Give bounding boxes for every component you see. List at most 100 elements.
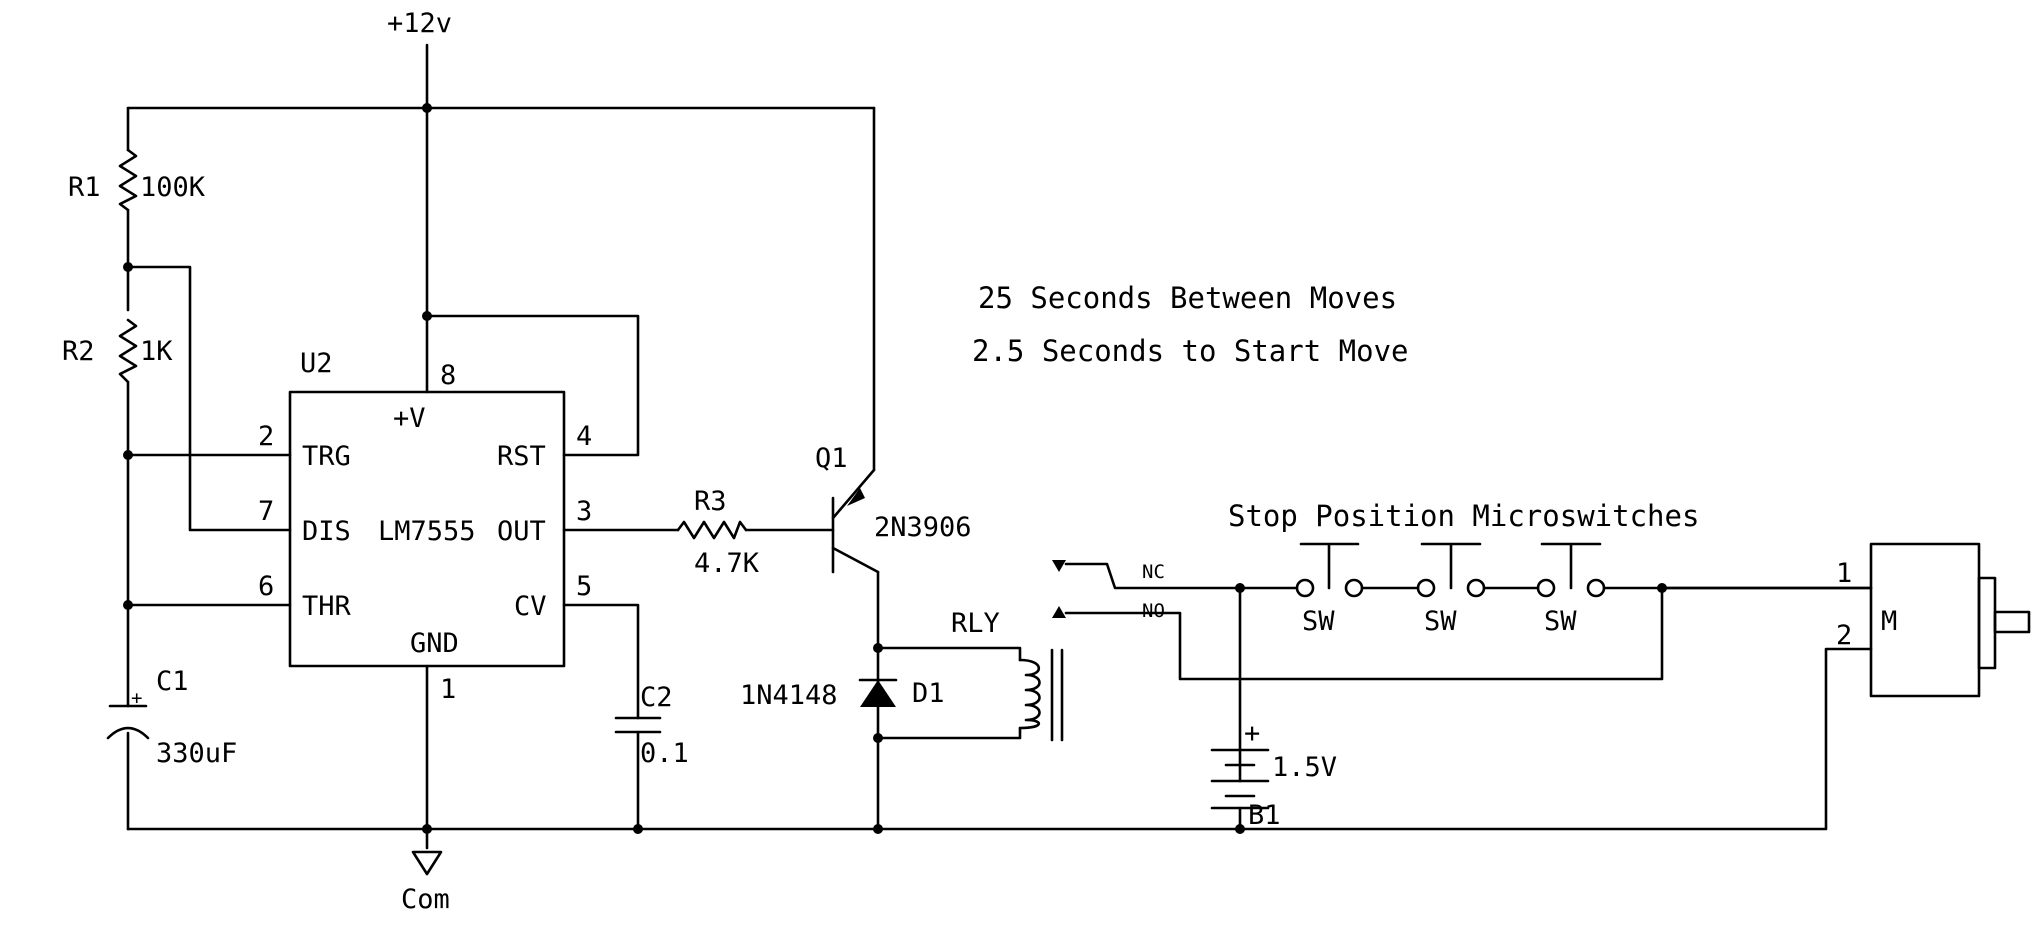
switch-contact-icon xyxy=(1344,578,1364,598)
junction-dots xyxy=(123,103,1667,834)
transistor-emitter-icon xyxy=(831,468,876,520)
capacitor-curved-plate-icon xyxy=(106,726,150,740)
r3-value: 4.7K xyxy=(694,548,760,579)
junction-dot xyxy=(1235,824,1245,834)
pin-out-num: 3 xyxy=(576,496,592,527)
junction-dot xyxy=(873,643,883,653)
wire-relay-common xyxy=(1064,562,1298,590)
r2-value: 1K xyxy=(140,336,173,367)
switch-actuator-icon xyxy=(1299,542,1360,590)
ic-body xyxy=(288,390,566,668)
b1-polarity: + xyxy=(1244,718,1260,749)
resistor-zigzag-icon xyxy=(118,318,138,384)
diode-triangle-icon xyxy=(860,680,896,707)
wire-cv xyxy=(562,603,640,720)
junction-dot xyxy=(873,824,883,834)
c2-ref: C2 xyxy=(640,682,673,713)
switch-contact-icon xyxy=(1586,578,1606,598)
resistor-zigzag-icon xyxy=(676,520,748,540)
u2-part: LM7555 xyxy=(378,516,476,547)
wire-relay-top xyxy=(876,646,1022,662)
battery-b1: + 1.5V B1 xyxy=(1210,718,1337,831)
ground-symbol: Com xyxy=(401,850,450,915)
motor-pin1: 1 xyxy=(1836,558,1852,589)
c1-ref: C1 xyxy=(156,666,189,697)
pin-gnd-label: GND xyxy=(410,628,459,659)
pin-trg-num: 2 xyxy=(258,421,274,452)
switch-contact-icon xyxy=(1416,578,1436,598)
note-between-moves: 25 Seconds Between Moves xyxy=(978,281,1397,315)
rly-ref: RLY xyxy=(951,608,1000,639)
motor-pin2: 2 xyxy=(1836,620,1852,651)
wire-reset-loop xyxy=(425,314,640,457)
junction-dot xyxy=(422,311,432,321)
supply-terminal: +12v xyxy=(387,8,452,39)
pin-gnd-num: 1 xyxy=(440,674,456,705)
switches-title: Stop Position Microswitches xyxy=(1228,499,1699,533)
switch-actuator-icon xyxy=(1540,542,1602,590)
pin-thr-label: THR xyxy=(302,591,352,622)
relay-coil-icon xyxy=(1018,658,1041,730)
relay-nc-arrow-icon xyxy=(1052,560,1066,572)
transistor-q1: Q1 2N3906 xyxy=(815,443,972,574)
motor-ref: M xyxy=(1881,606,1897,637)
r1-value: 100K xyxy=(140,172,206,203)
junction-dot xyxy=(422,824,432,834)
resistor-zigzag-icon xyxy=(118,148,138,212)
q1-part: 2N3906 xyxy=(874,512,972,543)
capacitor-c2: C2 0.1 xyxy=(614,682,689,769)
pin-out-label: OUT xyxy=(497,516,546,547)
c1-polarity: + xyxy=(131,687,142,709)
r3-ref: R3 xyxy=(694,486,727,517)
b1-ref: B1 xyxy=(1248,800,1281,831)
ground-triangle-icon xyxy=(411,850,443,876)
switch-contact-icon xyxy=(1295,578,1315,598)
r2-ref: R2 xyxy=(62,336,95,367)
u2-ref: U2 xyxy=(300,348,333,379)
pin-rst-num: 4 xyxy=(576,421,592,452)
pin-rst-label: RST xyxy=(497,441,546,472)
switch-sw-2: SW xyxy=(1416,542,1486,637)
motor-endcap xyxy=(1977,576,1997,670)
motor-shaft-icon xyxy=(1993,610,2031,634)
supply-label: +12v xyxy=(387,8,452,39)
switch-label: SW xyxy=(1424,606,1457,637)
junction-dot xyxy=(633,824,643,834)
wires xyxy=(126,43,1873,850)
resistor-r2: R2 1K xyxy=(62,318,173,384)
switch-contact-icon xyxy=(1466,578,1486,598)
capacitor-c1: + C1 330uF xyxy=(106,666,237,769)
switch-sw-1: SW xyxy=(1295,542,1364,637)
switch-actuator-icon xyxy=(1420,542,1482,590)
pin-cv-num: 5 xyxy=(576,571,592,602)
resistor-r1: R1 100K xyxy=(68,148,206,212)
d1-part: 1N4148 xyxy=(740,680,838,711)
b1-value: 1.5V xyxy=(1272,752,1337,783)
rly-no-label: NO xyxy=(1142,600,1165,622)
c1-value: 330uF xyxy=(156,738,237,769)
transistor-collector-icon xyxy=(831,546,880,574)
relay-rly: RLY NC NO xyxy=(951,560,1165,742)
wire-bottom-rail xyxy=(126,647,1873,831)
ic-u2: U2 LM7555 8 +V 2 TRG 7 DIS 6 THR 4 RST 3… xyxy=(258,348,592,705)
pin-cv-label: CV xyxy=(514,591,547,622)
c2-value: 0.1 xyxy=(640,738,689,769)
r1-ref: R1 xyxy=(68,172,101,203)
ground-label: Com xyxy=(401,884,450,915)
diode-d1: 1N4148 D1 xyxy=(740,678,945,711)
rly-nc-label: NC xyxy=(1142,561,1165,583)
junction-dot xyxy=(873,733,883,743)
switch-contact-icon xyxy=(1536,578,1556,598)
resistor-r3: R3 4.7K xyxy=(676,486,760,579)
notes: 25 Seconds Between Moves 2.5 Seconds to … xyxy=(972,281,1699,533)
pin-trg-label: TRG xyxy=(302,441,351,472)
wire-discharge xyxy=(126,265,292,532)
pin-dis-label: DIS xyxy=(302,516,351,547)
note-start-move: 2.5 Seconds to Start Move xyxy=(972,334,1409,368)
junction-dot xyxy=(1235,583,1245,593)
wire-no-contact xyxy=(1064,586,1664,681)
junction-dot xyxy=(123,600,133,610)
pin-thr-num: 6 xyxy=(258,571,274,602)
pin-vplus-num: 8 xyxy=(440,360,456,391)
